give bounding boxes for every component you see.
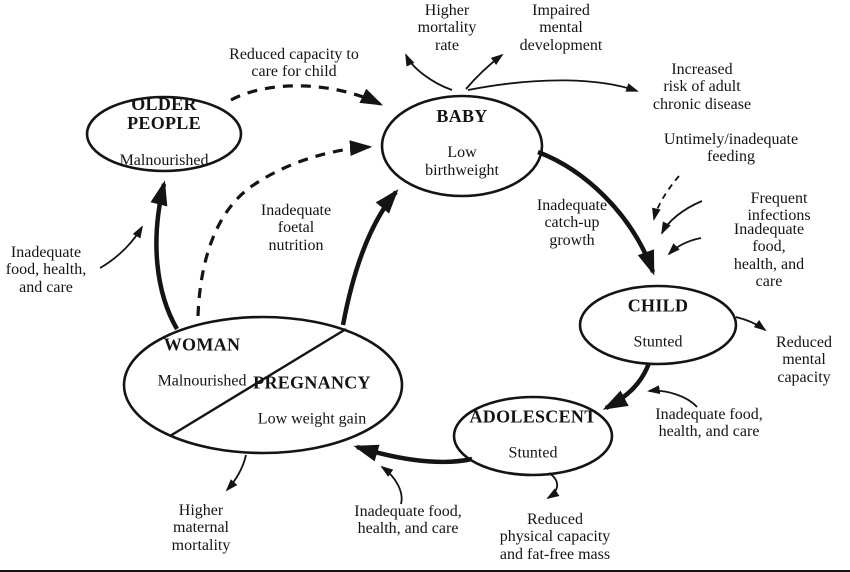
node-adolescent: ADOLESCENT Stunted <box>469 390 596 481</box>
arrow-fhc-bottom-to-cycle <box>380 465 403 505</box>
label-untimely-inadequate-feeding: Untimely/inadequate feeding <box>663 131 799 166</box>
label-higher-mortality-rate: Higher mortality rate <box>417 2 477 54</box>
label-higher-maternal-mortality: Higher maternal mortality <box>171 502 231 554</box>
arrow-woman-to-baby-dashed <box>196 140 373 317</box>
label-increased-risk-adult-chronic-disease: Increased risk of adult chronic disease <box>652 61 752 113</box>
child-title: CHILD <box>627 295 689 316</box>
woman-pregnancy-ellipse <box>122 315 404 455</box>
arrow-older-people-to-baby-dashed <box>230 84 384 106</box>
arrow-adolescent-to-reduced-physical <box>546 472 560 500</box>
arrow-baby-to-chronic-disease <box>467 79 639 92</box>
woman-pregnancy-divider <box>169 327 347 438</box>
node-older-people: OLDER PEOPLE Malnourished <box>120 77 209 187</box>
older-people-subtitle: Malnourished <box>119 151 209 169</box>
woman-subtitle: Malnourished <box>157 373 247 391</box>
label-inadequate-fhc-left: Inadequate food, health, and care <box>5 244 87 296</box>
arrow-child-to-reduced-mental <box>735 316 767 332</box>
figure-bottom-rule <box>0 570 850 572</box>
arrow-untimely-feeding-to-cycle <box>652 175 680 221</box>
arrow-woman-to-maternal-mortality <box>225 454 247 492</box>
label-reduced-mental-capacity: Reduced mental capacity <box>776 334 832 386</box>
label-reduced-capacity-to-care: Reduced capacity to care for child <box>229 46 359 81</box>
older-people-ellipse <box>85 95 243 173</box>
label-impaired-mental-development: Impaired mental development <box>519 2 603 54</box>
baby-ellipse <box>380 94 544 198</box>
arrow-child-to-adolescent <box>602 362 652 410</box>
child-ellipse <box>578 284 738 366</box>
adolescent-ellipse <box>452 395 614 477</box>
baby-subtitle: Low birthweight <box>425 144 499 179</box>
arrow-woman-to-older-people <box>150 180 179 331</box>
label-inadequate-foetal-nutrition: Inadequate foetal nutrition <box>260 202 332 254</box>
adolescent-subtitle: Stunted <box>508 445 558 463</box>
older-people-title: OLDER PEOPLE <box>127 93 201 134</box>
arrow-fhc-adolescent-to-cycle <box>647 385 698 408</box>
arrow-fhc-right-to-cycle <box>667 237 702 256</box>
label-inadequate-fhc-right: Inadequate food, health, and care <box>733 221 805 290</box>
label-inadequate-fhc-adolescent: Inadequate food, health, and care <box>655 406 763 441</box>
node-pregnancy: PREGNANCY Low weight gain <box>253 356 371 447</box>
pregnancy-title: PREGNANCY <box>253 372 371 393</box>
arrow-fhc-left-to-cycle <box>99 225 143 269</box>
arrow-baby-to-impaired-mental <box>465 53 504 90</box>
label-frequent-infections: Frequent infections <box>747 190 811 225</box>
arrow-baby-to-higher-mortality <box>405 53 453 91</box>
label-inadequate-catch-up-growth: Inadequate catch-up growth <box>536 197 608 249</box>
pregnancy-subtitle: Low weight gain <box>257 411 367 429</box>
child-subtitle: Stunted <box>633 334 683 352</box>
arrow-baby-to-child <box>537 149 656 276</box>
arrow-pregnancy-to-baby <box>340 189 399 326</box>
arrow-frequent-infections-to-cycle <box>661 200 703 235</box>
baby-title: BABY <box>436 106 488 127</box>
adolescent-title: ADOLESCENT <box>469 406 597 427</box>
woman-title: WOMAN <box>163 334 241 355</box>
label-inadequate-fhc-bottom: Inadequate food, health, and care <box>354 503 462 538</box>
arrow-adolescent-to-woman <box>353 444 473 465</box>
node-baby: BABY Low birthweight <box>425 89 499 197</box>
node-woman: WOMAN Malnourished <box>158 318 247 409</box>
node-child: CHILD Stunted <box>628 279 689 370</box>
label-reduced-physical-capacity: Reduced physical capacity and fat-free m… <box>499 511 611 563</box>
